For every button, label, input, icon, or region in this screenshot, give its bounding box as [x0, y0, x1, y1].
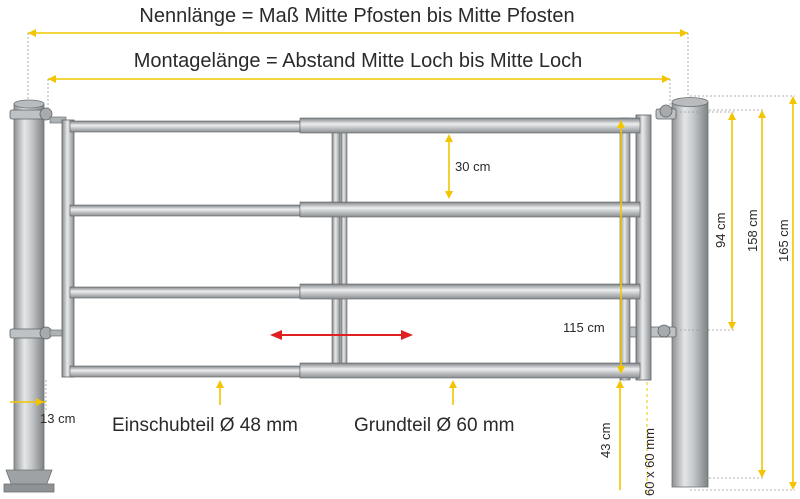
einschubteil-arrow [216, 380, 224, 405]
ground-clearance-dimension [616, 380, 624, 490]
gate-height-label: 115 cm [563, 320, 605, 335]
gate-left-upright [61, 119, 75, 378]
gate-height-dimension [617, 120, 625, 374]
spacing-dimension [445, 134, 453, 199]
einschubteil-label: Einschubteil Ø 48 mm [112, 415, 298, 436]
post-total-dimension [690, 95, 797, 491]
gate-right-upright [635, 114, 652, 381]
post-total-label: 165 cm [776, 219, 791, 262]
rail-2 [69, 204, 301, 217]
spacing-label: 30 cm [455, 159, 490, 174]
nennlaenge-label: Nennlänge = Maß Mitte Pfosten bis Mitte … [139, 5, 574, 27]
grundteil-label: Grundteil Ø 60 mm [354, 415, 515, 436]
post-profile-label: 60 x 60 mm [642, 428, 657, 496]
rail-1 [69, 120, 301, 133]
offset-dimension [10, 380, 47, 410]
offset-label: 13 cm [40, 411, 75, 426]
hinge-distance-label: 94 cm [713, 213, 728, 248]
left-hinge-bottom [9, 326, 67, 340]
hinge-distance-dimension [680, 111, 736, 331]
nennlaenge-dimension [27, 29, 689, 102]
montagelaenge-dimension [47, 75, 671, 112]
grundteil-arrow [449, 380, 457, 405]
rail-2-base [299, 201, 641, 218]
post-above-ground-dimension [705, 109, 766, 479]
rail-3 [69, 286, 301, 299]
post-above-ground-label: 158 cm [745, 209, 760, 252]
gate-mid-upright-2 [340, 123, 348, 377]
right-hinge-top [655, 104, 677, 120]
rail-4-base [299, 362, 641, 379]
gate-mid-upright [331, 123, 341, 377]
left-post [3, 99, 55, 493]
montagelaenge-label: Montagelänge = Abstand Mitte Loch bis Mi… [134, 50, 583, 72]
right-post [671, 97, 709, 488]
rail-3-base [299, 283, 641, 300]
slide-direction-arrow [270, 330, 413, 340]
gate-rails [69, 117, 641, 379]
ground-clearance-label: 43 cm [598, 423, 613, 458]
rail-1-base [299, 117, 641, 134]
left-hinge-top [9, 107, 67, 124]
rail-4 [69, 365, 301, 378]
